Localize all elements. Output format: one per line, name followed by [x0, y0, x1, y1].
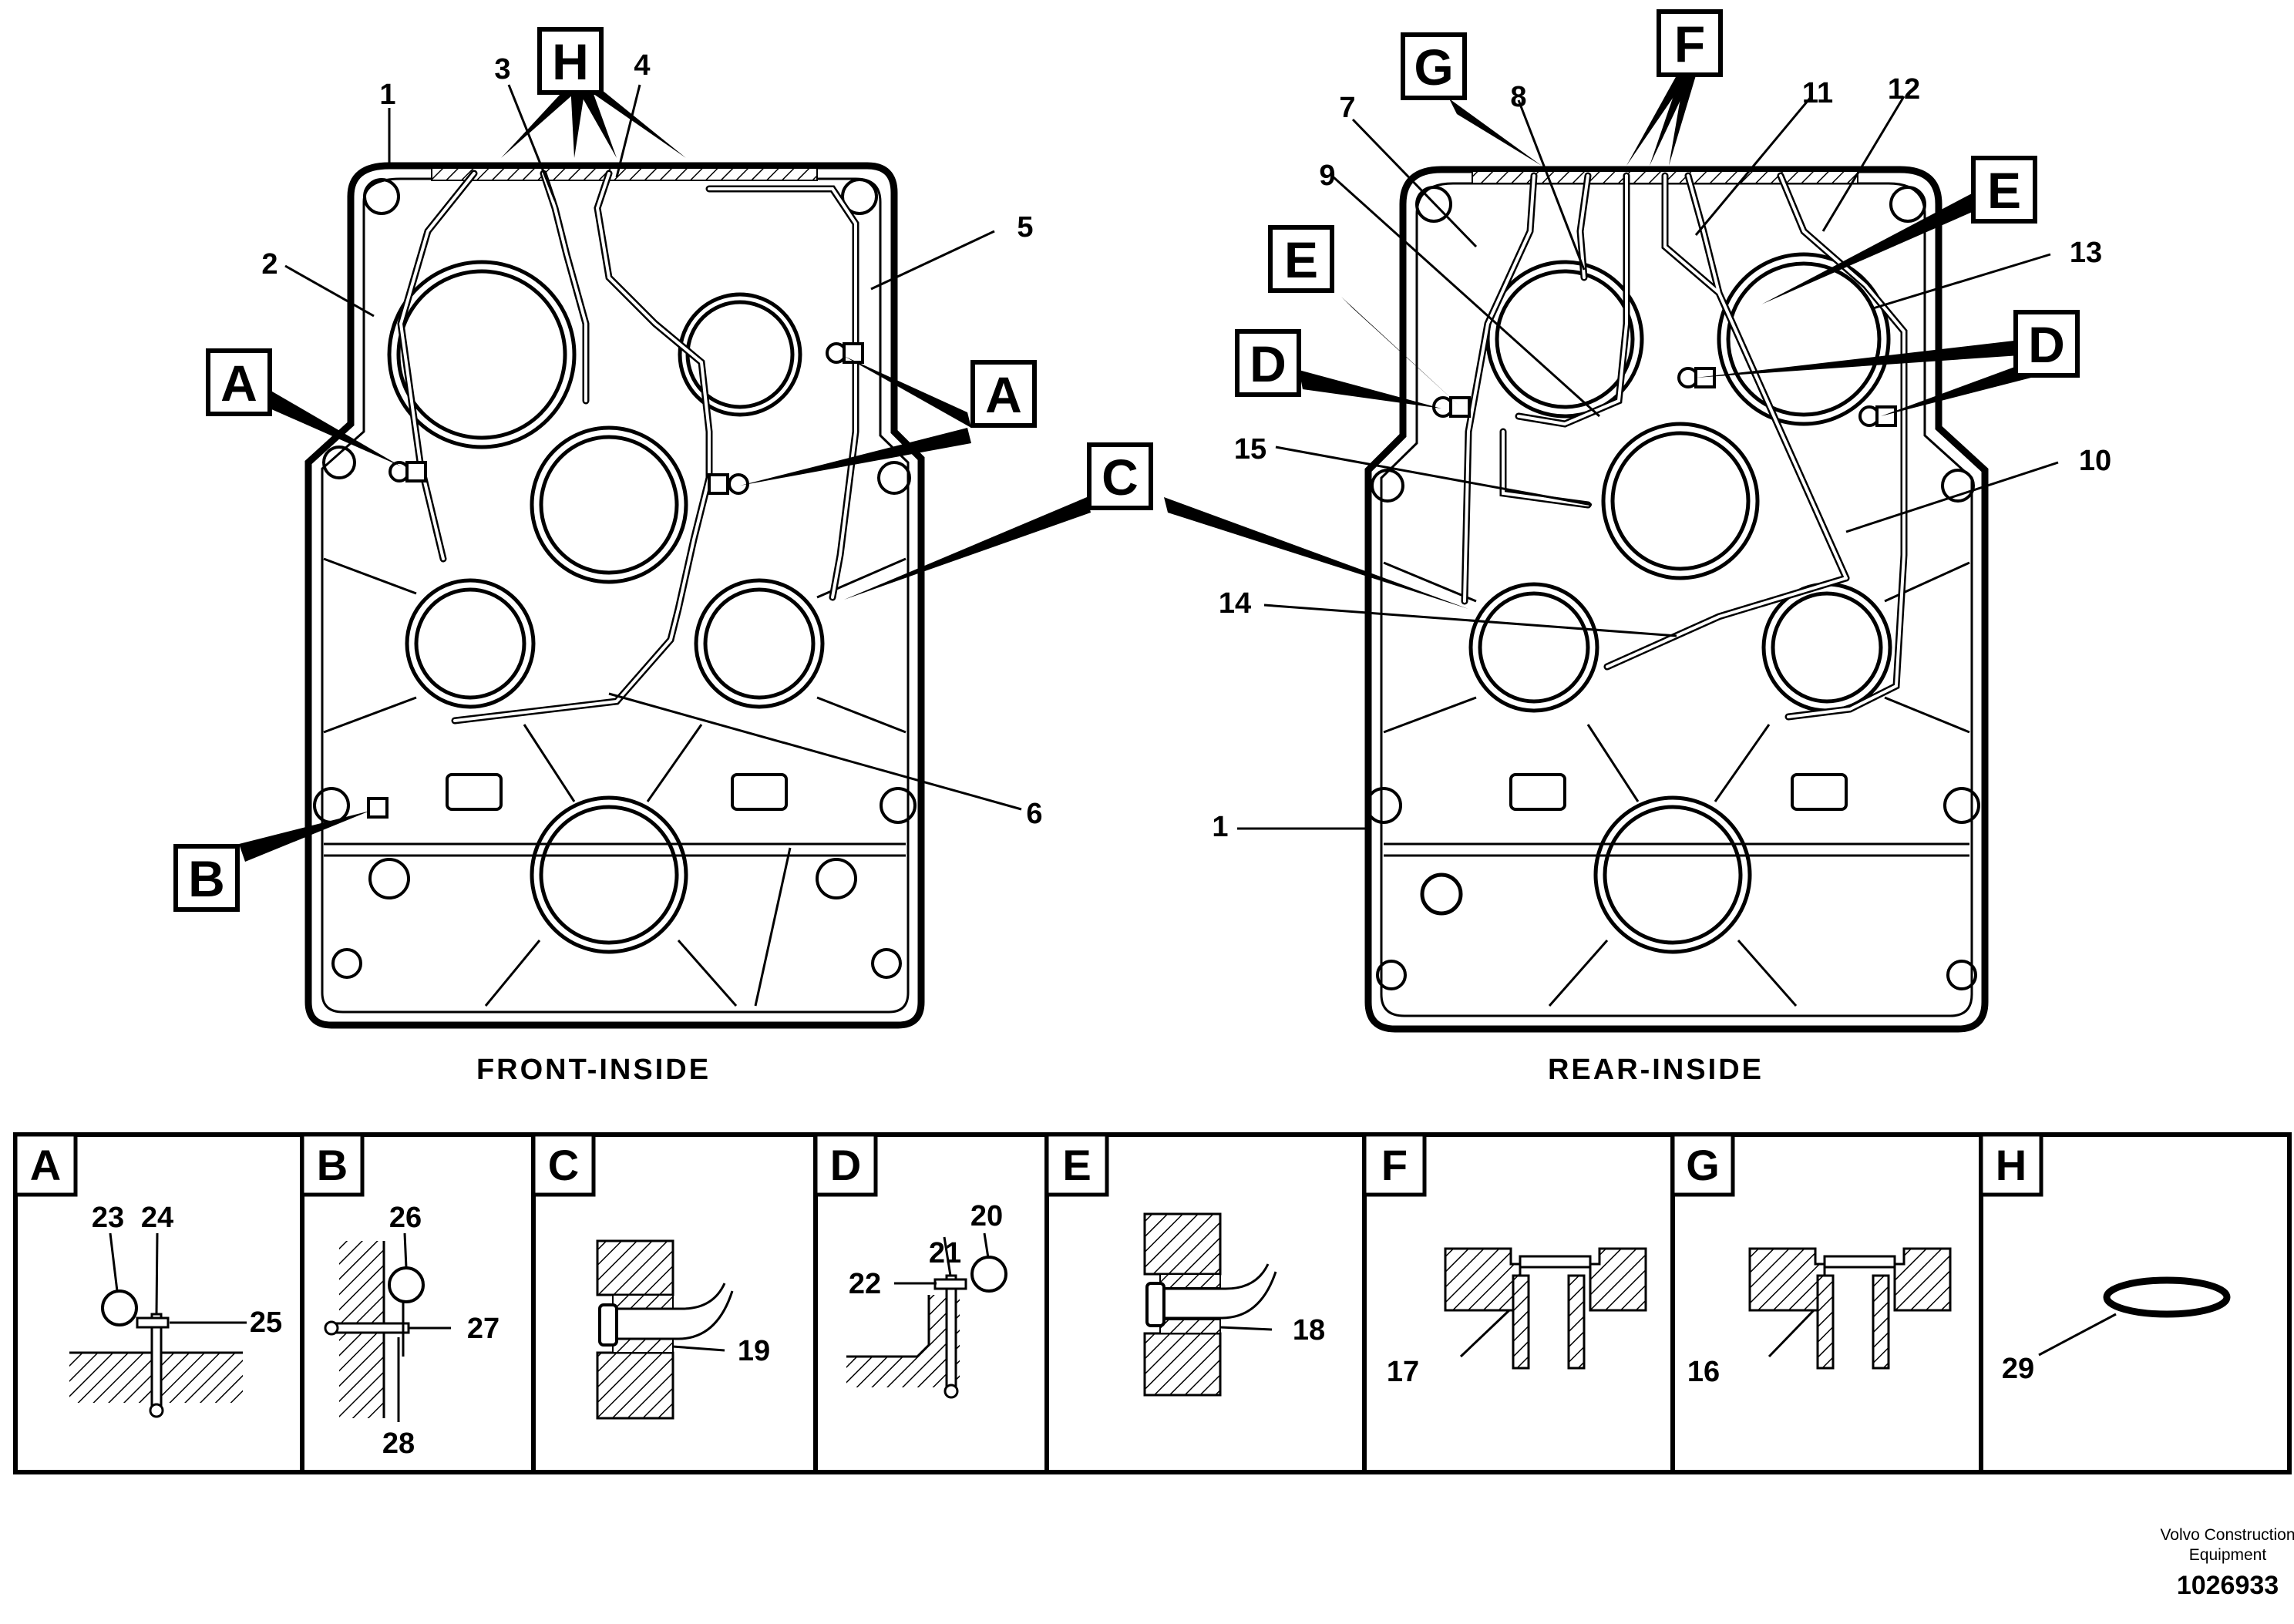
panel-letter: G: [1686, 1141, 1720, 1189]
callout-box-a-left: A: [206, 348, 272, 416]
panel-letter: B: [317, 1141, 348, 1189]
detail-panel-h: H 29: [1979, 1132, 2231, 1385]
part-number: 22: [849, 1268, 881, 1300]
callout-letter: H: [552, 33, 589, 90]
panel-letter: H: [1996, 1141, 2027, 1189]
detail-panel-c: C 19: [531, 1132, 770, 1420]
callout-box-b: B: [173, 844, 240, 912]
front-inside-caption: FRONT-INSIDE: [476, 1054, 711, 1086]
part-number: 28: [382, 1427, 415, 1460]
callout-letter: B: [188, 850, 225, 907]
detail-panel-d: D 20 21 22: [813, 1132, 1007, 1399]
front-callouts: H A A C B: [173, 27, 1153, 912]
detail-panel-a: A 23 24 25: [13, 1132, 282, 1418]
front-inside-view: [239, 83, 1091, 1029]
part-number: 3: [494, 53, 510, 86]
detail-panel-strip: A 23 24 25 B 26: [13, 1132, 2292, 1474]
callout-letter: A: [985, 366, 1022, 423]
callout-box-f: F: [1657, 9, 1723, 77]
front-part-numbers: 1 2 3 4 5 6: [261, 49, 1042, 830]
part-number: 14: [1219, 587, 1251, 620]
detail-panel-b: B 26 27 28: [300, 1132, 500, 1460]
panel-letter: E: [1062, 1141, 1091, 1189]
part-number: 1: [1212, 811, 1228, 843]
part-number: 17: [1387, 1356, 1419, 1388]
callout-box-e-right: E: [1971, 156, 2037, 224]
part-number: 20: [970, 1200, 1003, 1232]
part-number: 5: [1017, 211, 1033, 244]
callout-letter: D: [2028, 316, 2065, 373]
part-number: 4: [634, 49, 650, 82]
panel-letter: A: [30, 1141, 61, 1189]
part-number: 27: [467, 1313, 500, 1345]
part-number: 10: [2079, 445, 2111, 477]
callout-letter: E: [1284, 231, 1318, 288]
callout-letter: F: [1674, 15, 1705, 72]
part-number: 19: [738, 1335, 770, 1367]
callout-box-c: C: [1087, 442, 1153, 510]
part-number: 7: [1339, 92, 1355, 124]
part-number: 12: [1888, 73, 1920, 106]
part-number: 29: [2002, 1353, 2034, 1385]
callout-letter: G: [1414, 39, 1453, 96]
part-number: 18: [1293, 1314, 1325, 1347]
callout-box-g: G: [1401, 32, 1467, 100]
callout-letter: C: [1102, 449, 1139, 506]
brand-line-1: Volvo Construction: [2160, 1526, 2294, 1544]
callout-box-h: H: [537, 27, 604, 95]
rear-housing-outline: [1364, 166, 1989, 1033]
footer: Volvo Construction Equipment 1026933: [2160, 1526, 2294, 1600]
figure-number: 1026933: [2177, 1571, 2279, 1600]
rear-inside-view: [1164, 76, 2059, 1033]
callout-letter: D: [1250, 335, 1287, 392]
callout-box-a-right: A: [970, 360, 1037, 428]
part-number: 13: [2070, 237, 2102, 269]
part-number: 6: [1026, 798, 1042, 830]
part-number: 15: [1234, 433, 1266, 466]
callout-box-d-right: D: [2013, 310, 2080, 378]
panel-letter: C: [548, 1141, 579, 1189]
detail-panel-f: F 17: [1362, 1132, 1647, 1388]
callout-letter: A: [220, 355, 257, 412]
rear-part-numbers: 1 7 8 9 10 11 12 13 14 15: [1212, 73, 2111, 843]
part-number: 21: [929, 1237, 961, 1269]
callout-box-d-left: D: [1235, 329, 1301, 397]
o-ring: [2103, 1276, 2231, 1318]
part-number: 26: [389, 1202, 422, 1234]
panel-letter: F: [1381, 1141, 1408, 1189]
part-number: 9: [1319, 160, 1335, 192]
rear-callouts: G F E E D D: [1235, 9, 2080, 397]
front-housing-outline: [304, 162, 925, 1029]
part-number: 1: [379, 79, 395, 111]
part-number: 11: [1802, 77, 1833, 109]
part-number: 16: [1687, 1356, 1720, 1388]
part-number: 2: [261, 248, 278, 281]
part-number: 25: [250, 1306, 282, 1339]
callout-box-e-left: E: [1268, 225, 1334, 293]
callout-letter: E: [1987, 162, 2021, 219]
rear-inside-caption: REAR-INSIDE: [1548, 1054, 1764, 1086]
part-number: 8: [1510, 81, 1526, 113]
part-number: 23: [92, 1202, 124, 1234]
panel-letter: D: [830, 1141, 861, 1189]
part-number: 24: [141, 1202, 173, 1234]
detail-panel-e: E 18: [1044, 1132, 1325, 1397]
detail-panel-g: G 16: [1670, 1132, 1952, 1388]
brand-line-2: Equipment: [2189, 1546, 2267, 1564]
